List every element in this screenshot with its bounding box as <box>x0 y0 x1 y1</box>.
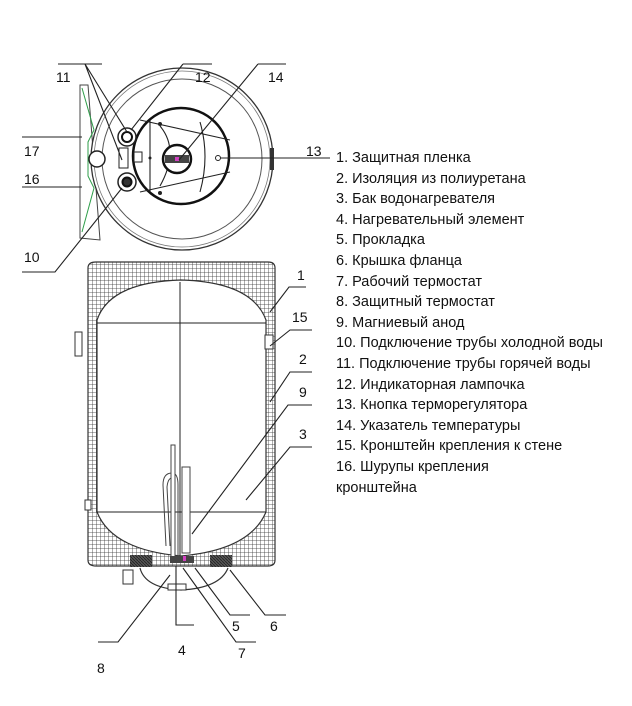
legend-item: 15. Кронштейн крепления к стене <box>336 438 563 455</box>
label-10: 10 <box>24 249 40 265</box>
label-9: 9 <box>299 384 307 400</box>
temperature-indicator <box>175 157 179 161</box>
label-6: 6 <box>270 618 278 634</box>
label-13: 13 <box>306 143 322 159</box>
thermostat-button[interactable] <box>215 155 221 161</box>
flange-cover-right <box>210 555 232 567</box>
legend-item: 1. Защитная пленка <box>336 150 471 166</box>
legend-item: 13. Кнопка терморегулятора <box>336 397 528 414</box>
legend-item: 5. Прокладка <box>336 232 425 249</box>
label-3: 3 <box>299 426 307 442</box>
label-7: 7 <box>238 645 246 661</box>
legend-item: 10. Подключение трубы холодной воды <box>336 335 603 352</box>
legend-item: 7. Рабочий термостат <box>336 273 482 290</box>
legend-item: 14. Указатель температуры <box>336 417 521 434</box>
label-15: 15 <box>292 309 308 325</box>
legend-item: 12. Индикаторная лампочка <box>336 376 525 393</box>
label-14: 14 <box>268 69 284 85</box>
label-12: 12 <box>195 69 211 85</box>
label-5: 5 <box>232 618 240 634</box>
label-8: 8 <box>97 660 105 676</box>
magnesium-anode <box>181 466 191 554</box>
side-section-view: 1 15 2 9 3 5 6 7 4 8 <box>74 261 312 676</box>
bracket-outline <box>81 87 95 233</box>
legend-item: 6. Крышка фланца <box>336 252 462 269</box>
legend-item: 11. Подключение трубы горячей воды <box>336 355 591 372</box>
legend-item: 3. Бак водонагревателя <box>336 191 496 208</box>
label-17: 17 <box>24 143 40 159</box>
side-tab <box>270 148 274 170</box>
indicator-lamp <box>118 147 129 169</box>
bracket-bolt <box>88 150 106 168</box>
legend-item: 2. Изоляция из полиуретана <box>336 170 526 187</box>
label-2: 2 <box>299 351 307 367</box>
top-view: 11 12 14 13 17 16 10 <box>22 63 330 273</box>
legend-item: 9. Магниевый анод <box>336 314 465 331</box>
gasket <box>170 556 194 563</box>
legend-item: 4. Нагревательный элемент <box>336 211 525 228</box>
label-11: 11 <box>56 69 71 85</box>
legend-item: 16. Шурупы крепления кронштейна <box>336 458 489 496</box>
flange-cover-left <box>130 555 152 567</box>
label-16: 16 <box>24 171 40 187</box>
parts-legend: 1. Защитная пленка 2. Изоляция из полиур… <box>336 148 626 498</box>
label-1: 1 <box>297 267 305 283</box>
legend-item: 8. Защитный термостат <box>336 294 495 311</box>
label-4: 4 <box>178 642 186 658</box>
